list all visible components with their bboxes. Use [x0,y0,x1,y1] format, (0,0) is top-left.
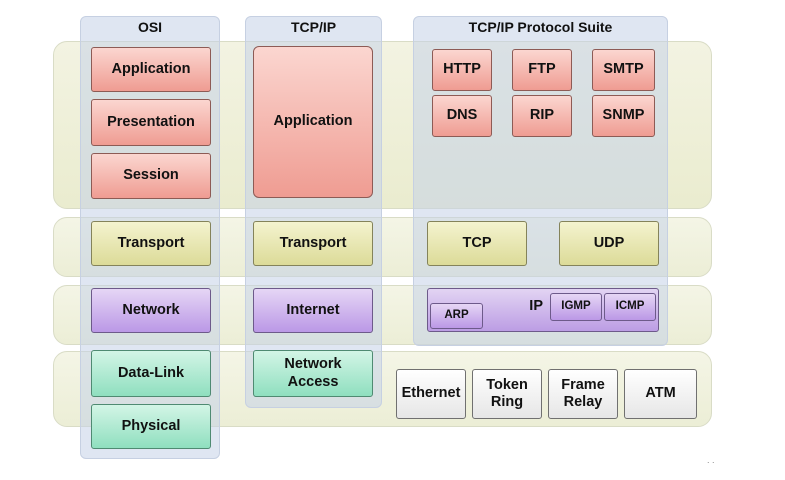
footer-mark: . . [707,455,715,465]
osi-data-link-box: Data-Link [91,350,211,397]
protocol-box-snmp: SNMP [592,95,655,137]
protocol-box-atm: ATM [624,369,697,419]
osi-column-title: OSI [137,19,163,35]
tcpip-transport-box: Transport [253,221,373,266]
protocol-box-icmp: ICMP [604,293,656,321]
osi-physical-box: Physical [91,404,211,449]
protocol-box-http: HTTP [432,49,492,91]
protocol-box-frame-relay: Frame Relay [548,369,618,419]
protocol-suite-column-title: TCP/IP Protocol Suite [468,19,613,35]
protocol-box-token-ring: Token Ring [472,369,542,419]
tcpip-column-title: TCP/IP [290,19,337,35]
protocol-box-udp: UDP [559,221,659,266]
tcpip-application-box: Application [253,46,373,198]
protocol-box-tcp: TCP [427,221,527,266]
ip-label: IP [529,298,543,315]
protocol-box-ftp: FTP [512,49,572,91]
osi-application-box: Application [91,47,211,92]
tcpip-network-access-box: Network Access [253,350,373,397]
osi-transport-box: Transport [91,221,211,266]
protocol-box-dns: DNS [432,95,492,137]
osi-presentation-box: Presentation [91,99,211,146]
osi-network-box: Network [91,288,211,333]
protocol-box-smtp: SMTP [592,49,655,91]
protocol-box-arp: ARP [430,303,483,329]
protocol-box-igmp: IGMP [550,293,602,321]
protocol-box-ethernet: Ethernet [396,369,466,419]
osi-session-box: Session [91,153,211,199]
protocol-box-rip: RIP [512,95,572,137]
tcpip-internet-box: Internet [253,288,373,333]
